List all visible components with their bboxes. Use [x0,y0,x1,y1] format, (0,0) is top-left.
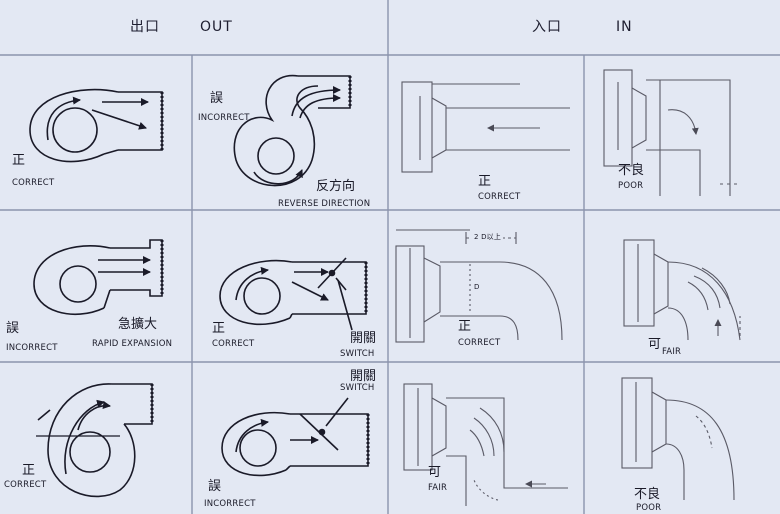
cell-out-r2c1-cn: 誤 [6,321,20,336]
in-header-en: IN [616,19,633,35]
cell-out-r2c2-cn: 正 [212,321,226,336]
fan-rapid-expansion [33,239,163,316]
inlet-fair-short [403,383,568,506]
fan-correct-damper [219,257,367,331]
inlet-poor-tight-elbow [621,377,735,501]
out-header-en: OUT [200,19,233,35]
cell-in-r2c1-d: D [474,283,480,291]
cell-out-r2c1-note-en: RAPID EXPANSION [92,339,173,349]
fan-incorrect-damper [221,397,369,477]
cell-out-r1c1-cn: 正 [12,153,26,168]
cell-in-r3c1-en: FAIR [428,483,448,493]
cell-in-r3c2-cn: 不良 [634,487,661,502]
cell-out-r3c2-en: INCORRECT [204,499,256,509]
fan-correct-straight-duct [29,88,163,163]
cell-out-r3c2-note-en: SWITCH [340,383,375,393]
cell-in-r3c1-cn: 可 [428,465,442,480]
cell-out-r1c2-note-en: REVERSE DIRECTION [278,199,371,209]
cell-in-r1c2-cn: 不良 [618,163,645,178]
cell-out-r1c1-en: CORRECT [12,178,55,188]
cell-in-r1c1-cn: 正 [478,174,492,189]
cell-out-r2c1-note-cn: 急擴大 [118,317,158,332]
fan-correct-upward [36,383,153,498]
out-header-cn: 出口 [130,19,160,35]
cell-out-r3c2-note-cn: 開關 [350,369,377,384]
cell-out-r2c2-en: CORRECT [212,339,255,349]
cell-out-r3c2-cn: 誤 [208,479,222,494]
cell-in-r2c1-dim: 2 D以上 [472,233,504,241]
cell-in-r2c2-en: FAIR [662,347,682,357]
cell-in-r2c1-cn: 正 [458,319,472,334]
cell-in-r2c2-cn: 可 [648,337,662,352]
fan-reverse-direction [233,74,351,187]
in-header-cn: 入口 [532,19,562,35]
inlet-correct-straight [401,81,570,173]
cell-out-r1c2-cn: 誤 [210,91,224,106]
cell-out-r2c2-note-en: SWITCH [340,349,375,359]
inlet-fair-elbow [623,239,741,341]
cell-out-r1c2-note-cn: 反方向 [316,179,356,194]
cell-in-r1c2-en: POOR [618,181,644,191]
cell-out-r3c1-en: CORRECT [4,480,47,490]
cell-in-r2c1-en: CORRECT [458,338,501,348]
inlet-poor-elbow [603,69,740,196]
cell-in-r3c2-en: POOR [636,503,662,513]
cell-out-r2c1-en: INCORRECT [6,343,58,353]
cell-out-r2c2-note-cn: 開關 [350,331,377,346]
cell-in-r1c1-en: CORRECT [478,192,521,202]
cell-out-r1c2-en: INCORRECT [198,113,250,123]
cell-out-r3c1-cn: 正 [22,463,36,478]
